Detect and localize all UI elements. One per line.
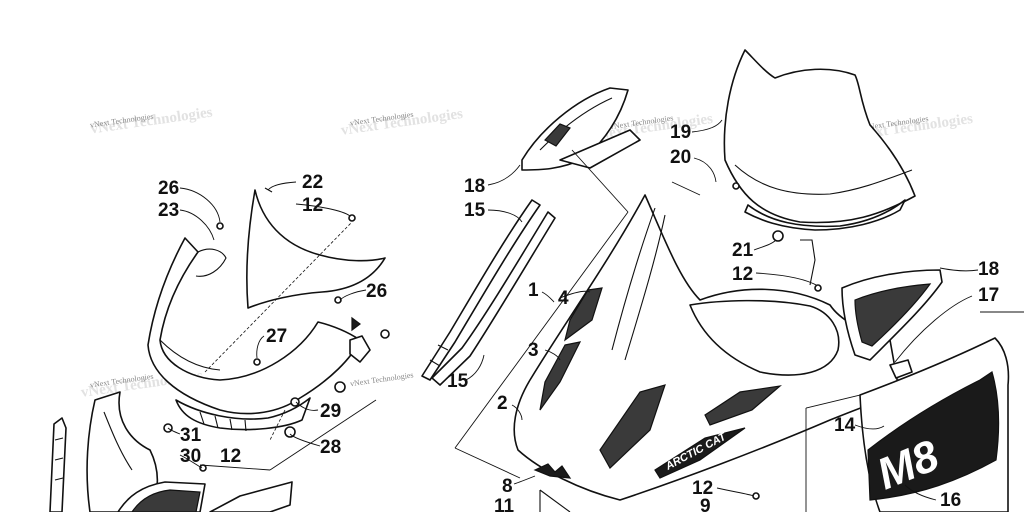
callout-9: 9 xyxy=(700,496,711,512)
callout-15b: 15 xyxy=(447,371,469,392)
callout-11: 11 xyxy=(494,496,515,512)
callout-30: 30 xyxy=(180,446,201,467)
callout-14: 14 xyxy=(834,415,856,436)
callout-2: 2 xyxy=(497,393,508,414)
callout-3: 3 xyxy=(528,340,539,361)
callout-12d: 12 xyxy=(692,478,713,499)
side-panel-right: M8 xyxy=(859,311,1024,512)
hood: ARCTIC CAT xyxy=(513,194,901,512)
callout-26a: 26 xyxy=(158,178,179,199)
callout-22: 22 xyxy=(302,172,323,193)
callout-18b: 18 xyxy=(978,259,999,280)
callout-29: 29 xyxy=(320,401,341,422)
right-vent-panel xyxy=(841,269,943,361)
callout-4: 4 xyxy=(558,288,569,309)
callout-21: 21 xyxy=(732,240,754,261)
callout-20: 20 xyxy=(670,147,691,168)
callout-1: 1 xyxy=(528,280,539,301)
fasteners-left xyxy=(163,214,390,472)
lower-side-panel xyxy=(49,391,293,512)
callout-8: 8 xyxy=(502,476,513,497)
fasteners-right xyxy=(732,182,822,500)
callout-15a: 15 xyxy=(464,200,486,221)
callout-12b: 12 xyxy=(220,446,241,467)
callout-23: 23 xyxy=(158,200,179,221)
callout-26b: 26 xyxy=(366,281,387,302)
callout-19: 19 xyxy=(670,122,691,143)
callout-27: 27 xyxy=(266,326,287,347)
callout-12c: 12 xyxy=(732,264,753,285)
callout-12a: 12 xyxy=(302,195,323,216)
callout-28: 28 xyxy=(320,437,341,458)
callout-17: 17 xyxy=(978,285,999,306)
callout-31: 31 xyxy=(180,425,202,446)
callout-leaders xyxy=(167,119,979,501)
watermark-text: vNext Technologies xyxy=(349,370,414,388)
windshield xyxy=(723,49,916,231)
callout-18a: 18 xyxy=(464,176,485,197)
leader-frames xyxy=(199,149,861,512)
callout-labels: 26 23 22 12 26 27 29 28 31 30 12 18 15 1… xyxy=(158,122,999,512)
console-cowl xyxy=(147,237,371,432)
callout-16: 16 xyxy=(940,490,961,511)
